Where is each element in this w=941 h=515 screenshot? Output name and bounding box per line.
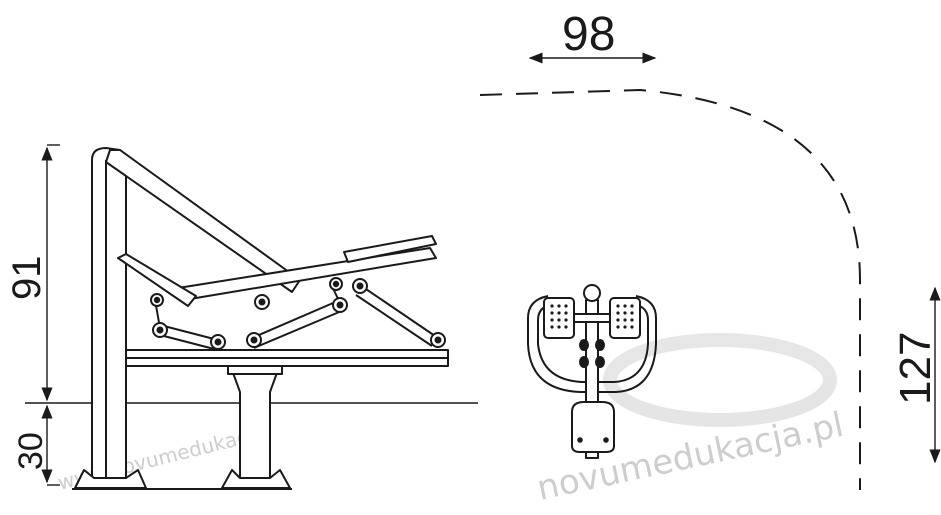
- pedal-right: [609, 297, 641, 339]
- machine-side-view: [72, 147, 449, 490]
- linkage-arm-1: [159, 324, 219, 341]
- back-pad: [117, 253, 197, 307]
- dimension-127-label: 127: [891, 332, 940, 405]
- linkage-arm-3: [359, 284, 439, 339]
- dimension-vertical-left: [41, 144, 60, 486]
- front-frame: [527, 295, 657, 393]
- dimension-98-label: 98: [562, 8, 615, 61]
- safety-zone-outline: [479, 88, 861, 490]
- handle-bar: [105, 149, 301, 293]
- dimension-91-label: 91: [5, 256, 49, 301]
- front-seat: [571, 401, 615, 453]
- pedal-left: [543, 297, 575, 339]
- central-column: [231, 369, 279, 479]
- seat-board: [177, 247, 437, 301]
- linkage-arm-2: [251, 299, 341, 339]
- main-post: [91, 147, 127, 479]
- foot-rest: [343, 235, 437, 263]
- front-top-knob: [583, 284, 601, 302]
- watermark-logo: [603, 333, 837, 427]
- dimension-30-label: 30: [12, 432, 50, 470]
- machine-front-view: [527, 284, 657, 459]
